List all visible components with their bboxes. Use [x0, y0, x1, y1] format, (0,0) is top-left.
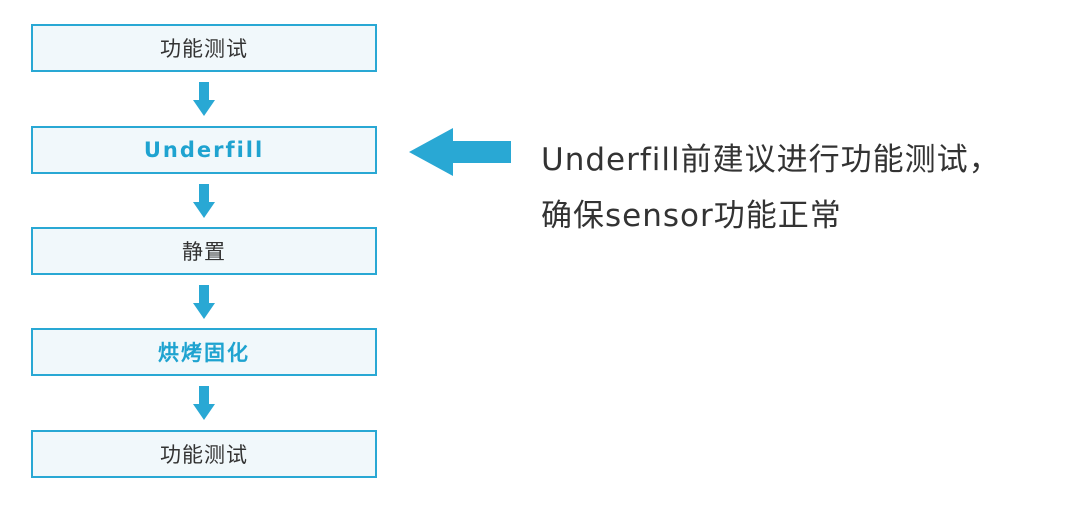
step-functional-test-2: 功能测试	[31, 430, 377, 478]
step-functional-test-1: 功能测试	[31, 24, 377, 72]
down-arrow-icon	[193, 82, 215, 116]
step-label: 烘烤固化	[158, 341, 250, 365]
annotation-line-1: Underfill前建议进行功能测试，	[541, 142, 1001, 178]
step-label: Underfill	[143, 138, 265, 162]
step-label: 静置	[182, 240, 226, 264]
step-underfill: Underfill	[31, 126, 377, 174]
step-label: 功能测试	[160, 443, 248, 467]
down-arrow-icon	[193, 184, 215, 218]
left-arrow-icon	[409, 128, 511, 176]
step-bake-cure: 烘烤固化	[31, 328, 377, 376]
step-standing: 静置	[31, 227, 377, 275]
down-arrow-icon	[193, 285, 215, 319]
annotation-line-2: 确保sensor功能正常	[541, 198, 842, 234]
annotation-text: Underfill前建议进行功能测试， 确保sensor功能正常	[541, 132, 1061, 244]
down-arrow-icon	[193, 386, 215, 420]
step-label: 功能测试	[160, 37, 248, 61]
